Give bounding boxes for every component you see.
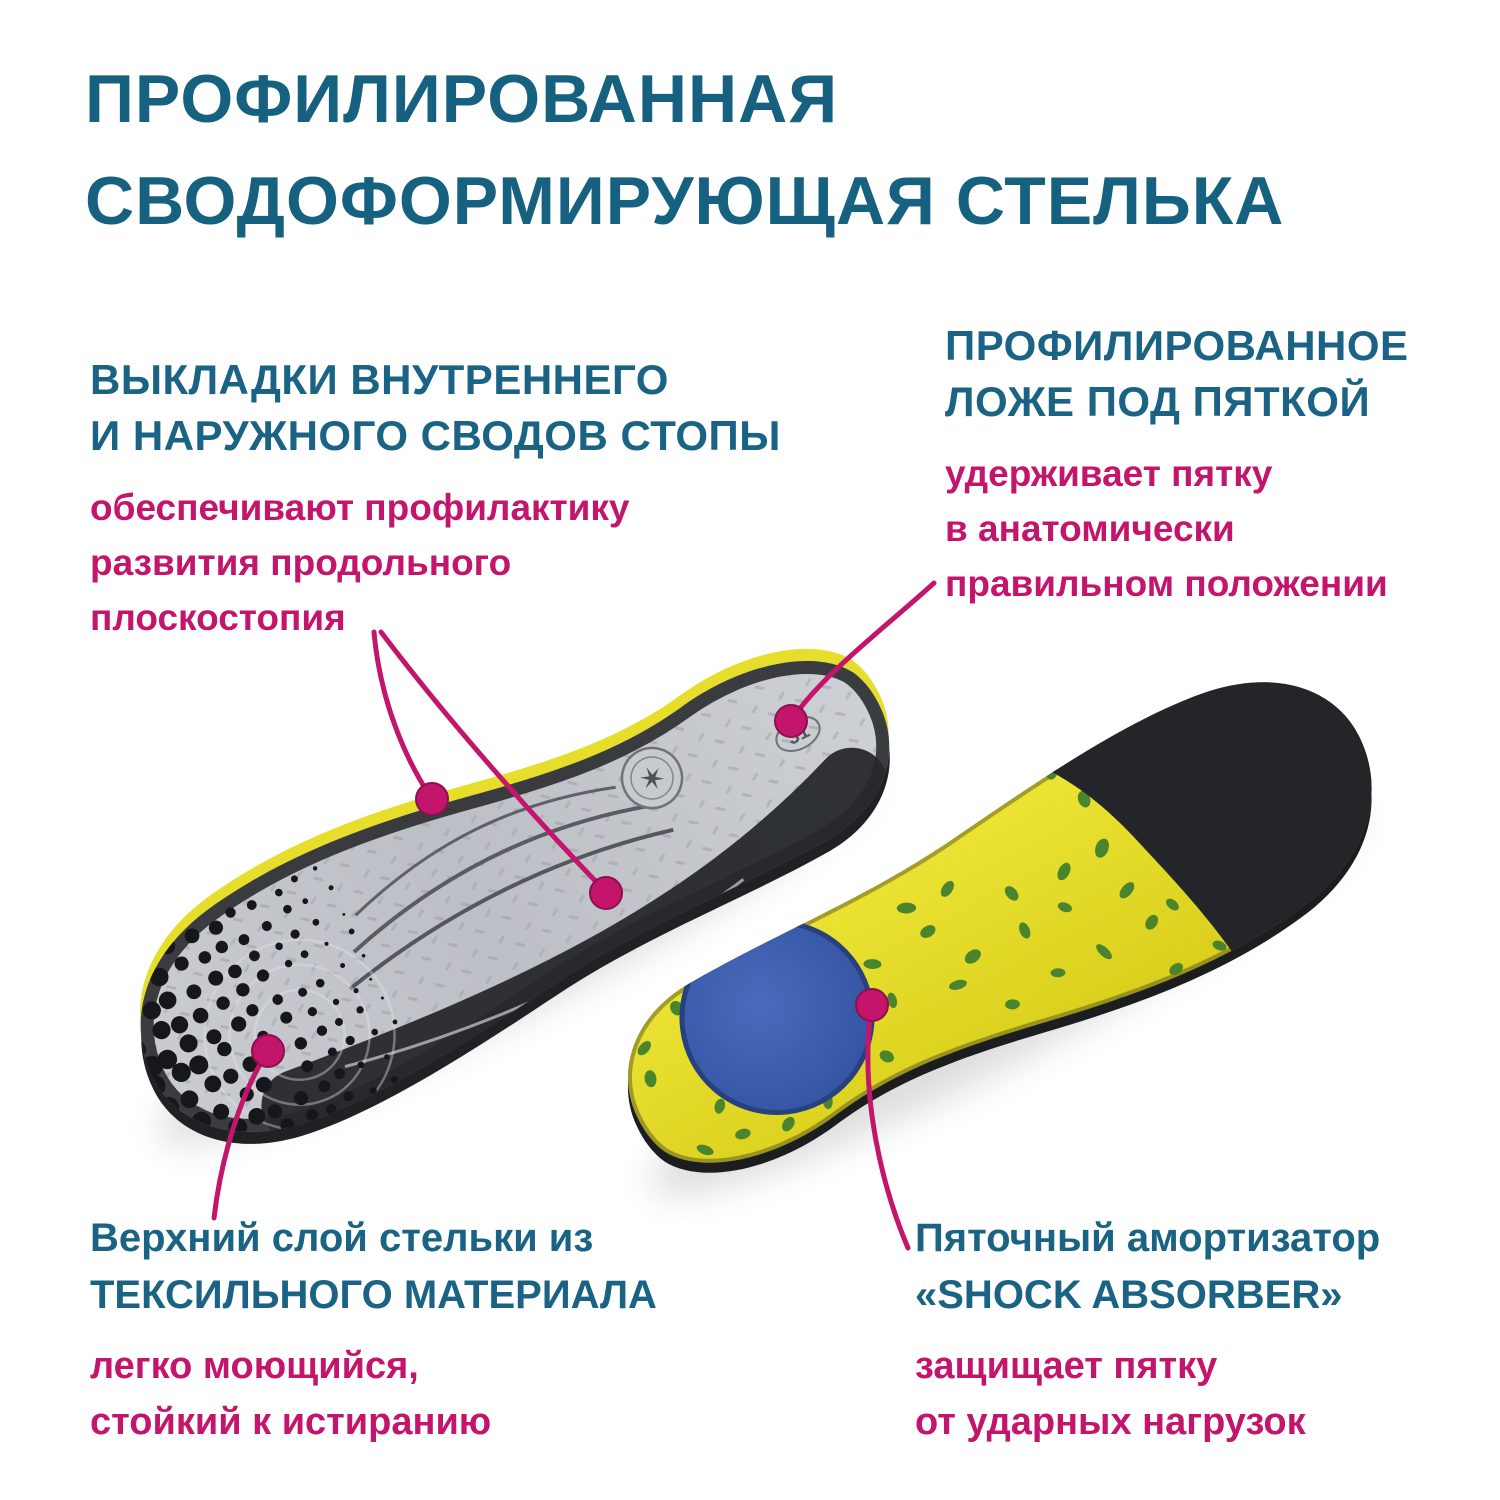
arch-contour-line [352, 803, 651, 954]
callout-description: легко моющийся, стойкий к истиранию [90, 1338, 657, 1450]
callout-arch-support: ВЫКЛАДКИ ВНУТРЕННЕГО И НАРУЖНОГО СВОДОВ … [90, 352, 781, 645]
callout-dot-shock [855, 988, 889, 1022]
callout-shock-absorber: Пяточный амортизатор «SHOCK ABSORBER» за… [915, 1210, 1380, 1450]
description-line: от ударных нагрузок [915, 1401, 1306, 1443]
heading-line: ПРОФИЛИРОВАННОЕ [945, 322, 1409, 369]
callout-line-textile [211, 1051, 269, 1221]
description-line: в анатомически [945, 508, 1235, 549]
callout-description: защищает пятку от ударных нагрузок [915, 1338, 1380, 1450]
title-line: ПРОФИЛИРОВАННАЯ [85, 61, 839, 137]
description-line: плоскостопия [90, 597, 346, 638]
description-line: обеспечивают профилактику [90, 487, 630, 528]
callout-line-arch-2 [378, 629, 607, 893]
heading-line: «SHOCK ABSORBER» [915, 1273, 1343, 1317]
callout-heading: Верхний слой стельки из ТЕКСИЛЬНОГО МАТЕ… [90, 1210, 657, 1324]
callout-dot-textile [251, 1034, 285, 1068]
callout-line-shock [865, 1007, 911, 1251]
callout-description: удерживает пятку в анатомически правильн… [945, 446, 1409, 611]
description-line: стойкий к истиранию [90, 1401, 492, 1443]
callout-heading: ПРОФИЛИРОВАННОЕ ЛОЖЕ ПОД ПЯТКОЙ [945, 318, 1409, 430]
callout-textile-layer: Верхний слой стельки из ТЕКСИЛЬНОГО МАТЕ… [90, 1210, 657, 1450]
page-title: ПРОФИЛИРОВАННАЯ СВОДОФОРМИРУЮЩАЯ СТЕЛЬКА [85, 48, 1284, 252]
callout-heading: Пяточный амортизатор «SHOCK ABSORBER» [915, 1210, 1380, 1324]
arch-contour-line [354, 785, 616, 917]
heading-line: ВЫКЛАДКИ ВНУТРЕННЕГО [90, 356, 669, 403]
heading-line: Пяточный амортизатор [915, 1216, 1381, 1260]
heading-line: И НАРУЖНОГО СВОДОВ СТОПЫ [90, 412, 781, 459]
callout-lines [211, 580, 937, 1251]
callout-dots [251, 704, 889, 1068]
callout-heading: ВЫКЛАДКИ ВНУТРЕННЕГО И НАРУЖНОГО СВОДОВ … [90, 352, 781, 464]
callout-heel-bed: ПРОФИЛИРОВАННОЕ ЛОЖЕ ПОД ПЯТКОЙ удержива… [945, 318, 1409, 611]
callout-line-arch-1 [371, 629, 433, 799]
heading-line: ТЕКСИЛЬНОГО МАТЕРИАЛА [90, 1273, 657, 1317]
description-line: удерживает пятку [945, 453, 1273, 494]
description-line: развития продольного [90, 542, 512, 583]
brand-logo: ✶ [620, 746, 684, 810]
heading-line: ЛОЖЕ ПОД ПЯТКОЙ [945, 378, 1371, 425]
callout-dot-heel-bed [774, 704, 808, 738]
callout-dot-arch-1 [415, 782, 449, 816]
arch-contour-line [348, 827, 674, 991]
description-line: легко моющийся, [90, 1345, 419, 1387]
title-line: СВОДОФОРМИРУЮЩАЯ СТЕЛЬКА [85, 163, 1285, 239]
description-line: правильном положении [945, 563, 1388, 604]
description-line: защищает пятку [915, 1345, 1218, 1387]
callout-dot-arch-2 [589, 876, 623, 910]
callout-description: обеспечивают профилактику развития продо… [90, 480, 781, 645]
heading-line: Верхний слой стельки из [90, 1216, 594, 1260]
callout-line-heel-bed [790, 580, 937, 721]
